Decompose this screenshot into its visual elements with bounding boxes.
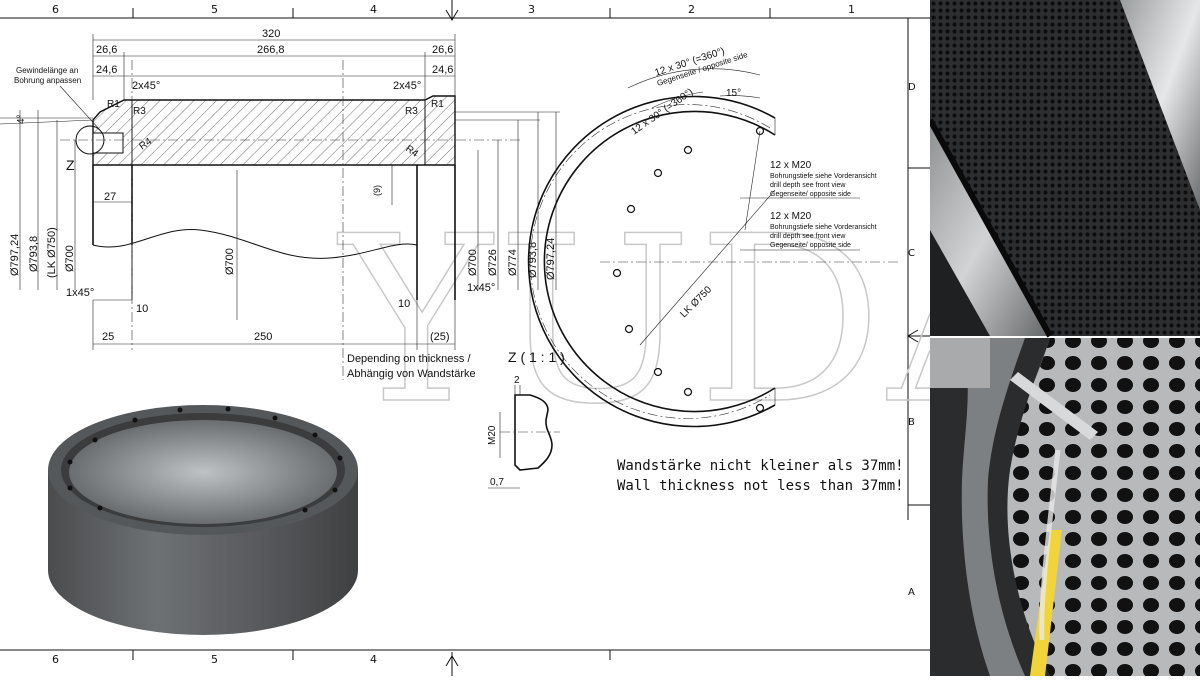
dim-10-left: 10: [136, 303, 148, 315]
hole-note-1-line1: Bohrungstiefe siehe Vorderansicht: [770, 173, 877, 180]
column-label: 5: [211, 653, 218, 666]
dim-right-d700: Ø700: [467, 249, 479, 276]
section-view: 320 266,8 26,6 26,6 24,6 24,6 2x45° 2x45…: [0, 28, 560, 380]
detail-z-title: Z ( 1 : 1 ): [508, 349, 565, 365]
wall-note-en: Wall thickness not less than 37mm!: [617, 478, 904, 494]
chamfer-left: 2x45°: [132, 80, 160, 92]
hole-note-1-line3: Gegenseite/ opposite side: [770, 191, 851, 198]
dim-27: 27: [104, 191, 116, 203]
photo-panel: [927, 0, 1200, 676]
technical-drawing: 6 5 4 3 2 1 6 5 4 D C B A YUDA: [0, 0, 930, 676]
hole-note-2-line1: Bohrungstiefe siehe Vorderansicht: [770, 224, 877, 231]
wall-note-de: Wandstärke nicht kleiner als 37mm!: [617, 458, 904, 474]
photo-perforated-die: [927, 0, 1200, 338]
dim-right-d797: Ø797,24: [545, 238, 557, 280]
dim-2: 2: [514, 375, 520, 386]
dim-left-d700: Ø700: [64, 245, 76, 272]
thickness-note-line1: Depending on thickness /: [347, 353, 471, 365]
thread-note-line2: Bohrung anpassen: [14, 76, 81, 85]
radius-r1-right: R1: [431, 99, 444, 110]
dim-right-d726: Ø726: [487, 249, 499, 276]
dim-overall: 320: [262, 28, 280, 40]
ring-3d-render: [48, 405, 358, 635]
column-label: 2: [688, 3, 695, 16]
angle-15: 15°: [726, 88, 741, 99]
dim-right-inner: 24,6: [432, 64, 453, 76]
hole-note-1-line2: drill depth see front view: [770, 182, 846, 189]
chamfer-right: 2x45°: [393, 80, 421, 92]
bolt-hole-left: [92, 132, 124, 154]
dim-250: 250: [254, 331, 272, 343]
row-label: C: [908, 248, 915, 259]
column-label: 4: [370, 3, 377, 16]
dim-25-paren: (25): [430, 331, 450, 343]
dim-right-d793: Ø793,8: [527, 242, 539, 278]
photo-drilling-die: [930, 338, 1200, 676]
dim-left-d793: Ø793,8: [28, 236, 40, 272]
dim-right-outer: 26,6: [432, 44, 453, 56]
hole-note-2-title: 12 x M20: [770, 211, 812, 222]
dim-left-outer: 26,6: [96, 44, 117, 56]
chamfer-bottom-left: 1x45°: [66, 287, 94, 299]
detail-marker-z: Z: [66, 157, 75, 173]
dim-left-d797: Ø797,24: [9, 234, 21, 276]
column-label: 3: [528, 3, 535, 16]
hole-note-2-line2: drill depth see front view: [770, 233, 846, 240]
row-label: B: [908, 417, 915, 428]
thread-note-line1: Gewindelänge an: [16, 66, 78, 75]
chamfer-bottom-right: 1x45°: [467, 282, 495, 294]
dim-25: 25: [102, 331, 114, 343]
radius-r1-left: R1: [107, 99, 120, 110]
dim-07: 0,7: [490, 477, 504, 488]
dim-inner: 266,8: [257, 44, 285, 56]
dim-10-right: 10: [398, 298, 410, 310]
dim-right-d774: Ø774: [507, 249, 519, 276]
column-label: 4: [370, 653, 377, 666]
column-label: 6: [52, 653, 59, 666]
ring-inner-arc: [543, 110, 776, 413]
ring-outer-arc: [527, 95, 776, 428]
row-label: A: [908, 587, 915, 598]
dim-center-d700: Ø700: [224, 248, 236, 275]
thickness-note-line2: Abhängig von Wandstärke: [347, 368, 476, 380]
radius-r3-left: R3: [133, 106, 146, 117]
hole-note-1-title: 12 x M20: [770, 160, 812, 171]
column-label: 1: [848, 3, 855, 16]
dim-left-lk750: (LK Ø750): [46, 227, 58, 278]
dim-left-inner: 24,6: [96, 64, 117, 76]
detail-z: Z ( 1 : 1 ) 2 M20 0,7: [487, 349, 565, 489]
column-label: 6: [52, 3, 59, 16]
drawing-frame: 6 5 4 3 2 1 6 5 4 D C B A: [0, 0, 930, 676]
hole-note-2-line3: Gegenseite/ opposite side: [770, 242, 851, 249]
row-label: D: [908, 82, 916, 93]
radius-r3-right: R3: [405, 106, 418, 117]
watermark: YUDA: [337, 188, 930, 455]
thread-m20: M20: [487, 425, 498, 445]
dim-9: (9): [372, 185, 382, 196]
product-photos: [927, 0, 1200, 676]
angle-4: 4°: [16, 114, 27, 124]
section-hatch: [92, 95, 456, 166]
column-label: 5: [211, 3, 218, 16]
